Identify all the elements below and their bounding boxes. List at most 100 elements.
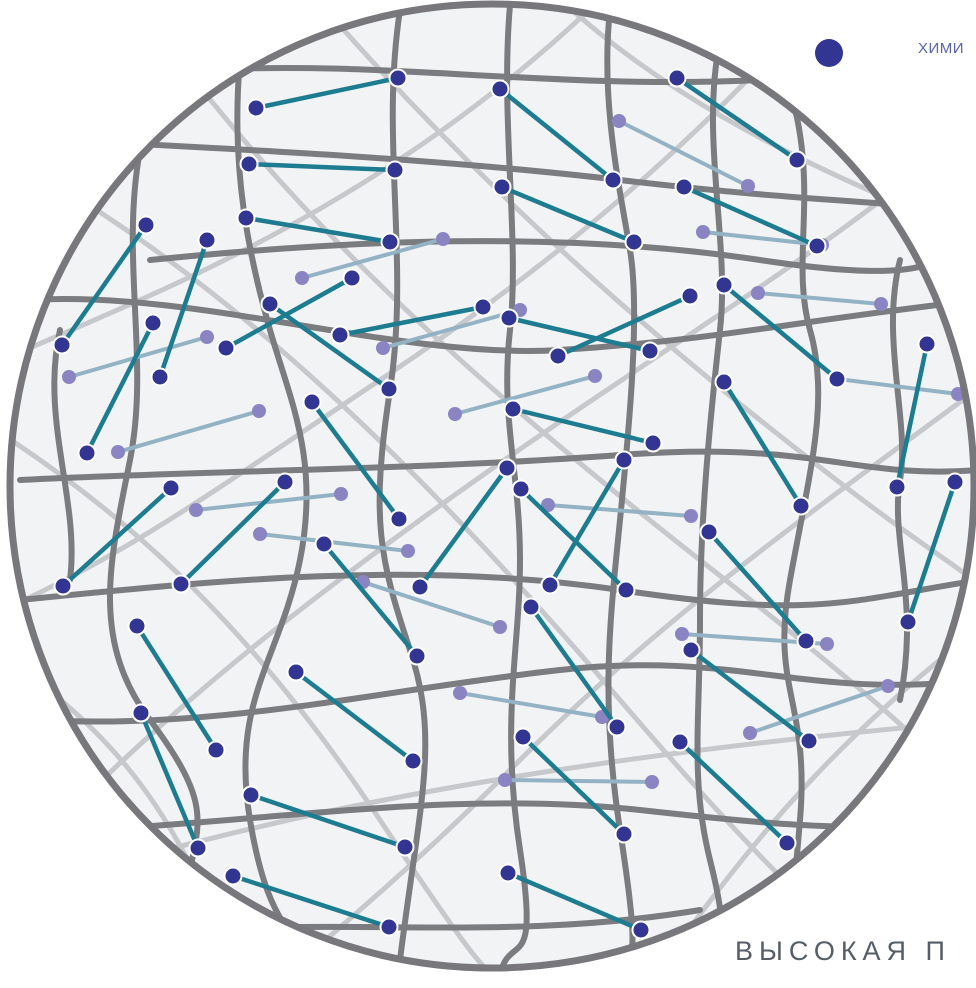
polymer-chain [497,4,530,968]
crosslink-node [714,372,734,392]
crosslink-node [498,863,518,883]
crosslink-node [521,597,541,617]
crosslink-bond [60,485,174,589]
crosslink-node [260,294,280,314]
crosslink-node [62,370,76,384]
polymer-chain [17,448,974,483]
crosslink-node [640,341,660,361]
crosslink-bond [721,282,840,382]
crosslink-node [643,433,663,453]
crosslink-node [498,773,512,787]
crosslink-node [252,404,266,418]
crosslink-node [131,703,151,723]
crosslink-node [791,496,811,516]
crosslink-bond [134,623,219,753]
crosslink-bond [223,275,355,351]
crosslink-node [741,179,755,193]
crosslink-bond [499,184,637,245]
crosslink-node [540,575,560,595]
crosslink-node [223,866,243,886]
crosslink-node [674,177,694,197]
crosslink-node [513,727,533,747]
crosslink-node [751,286,765,300]
crosslink-bond-faded [756,291,883,306]
crosslink-node [253,527,267,541]
crosslink-bond [528,604,620,730]
crosslink-node [436,232,450,246]
crosslink-node [189,503,203,517]
crosslink-bond [59,222,149,348]
crosslink-bond [677,739,790,846]
crosslink-bond [417,465,510,590]
crosslink-node [881,679,895,693]
crosslink-node [379,379,399,399]
crosslink-node [77,443,97,463]
crosslink-node [588,369,602,383]
crosslink-node [246,98,266,118]
crosslink-node [295,271,309,285]
crosslink-node [216,338,236,358]
background-fiber [298,4,974,602]
crosslink-node [52,335,72,355]
crosslink-node [631,920,651,940]
crosslink-node [807,236,827,256]
diagram-caption: ВЫСОКАЯ П [735,936,951,966]
crosslink-bond [178,479,288,587]
crosslink-bond [520,734,627,837]
crosslink-node [239,154,259,174]
crosslink-bond [674,75,800,163]
crosslink-node [473,297,493,317]
crosslink-node [385,160,405,180]
crosslink-node [799,731,819,751]
crosslink-node [136,215,156,235]
crosslink-bond-faded [300,237,445,280]
crosslink-node [127,616,147,636]
crosslink-node [714,275,734,295]
crosslink-node [511,479,531,499]
crosslink-bond [518,486,629,593]
crosslink-node [684,509,698,523]
crosslink-bond-faded [453,374,597,416]
crosslink-node [681,640,701,660]
crosslink-bond-faded [116,409,261,454]
crosslink-bond-faded [194,492,343,512]
crosslink-node [206,740,226,760]
crosslink-node [143,313,163,333]
crosslink-node [874,297,888,311]
polymer-chain [376,7,429,963]
crosslink-bond [555,293,693,359]
crosslink-node [448,407,462,421]
crosslink-node [150,367,170,387]
crosslink-bond [246,161,398,173]
crosslink-node [616,580,636,600]
crosslink-node [380,232,400,252]
crosslink-node [410,577,430,597]
crosslink-node [614,824,634,844]
crosslink-node [389,509,409,529]
crosslink-node [401,544,415,558]
crosslink-node [645,775,659,789]
crosslink-node [493,620,507,634]
crosslink-bond-faded [503,778,654,784]
background-fiber [258,377,974,968]
network-boundary-circle [6,0,976,972]
crosslink-node [330,325,350,345]
crosslink-bond-faded [381,308,522,350]
background-fiber [10,417,522,968]
polymer-chain [694,37,726,963]
crosslink-node [945,472,965,492]
crosslink-bond [230,873,392,930]
crosslink-bond-faded [617,119,750,188]
crosslink-node [161,478,181,498]
crosslink-node [111,445,125,459]
crosslink-node [499,308,519,328]
crosslink-node [898,612,918,632]
crosslink-node [388,68,408,88]
crosslink-node [743,726,757,740]
crosslink-node [241,785,261,805]
crosslink-node [490,79,510,99]
crosslink-node [395,837,415,857]
legend-label: ХИМИ [918,40,965,57]
crosslink-bond-faded [836,377,960,396]
